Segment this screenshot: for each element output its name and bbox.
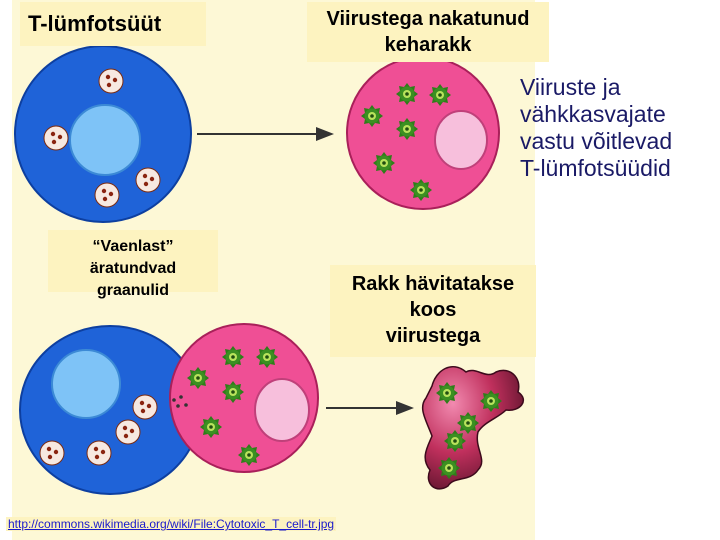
side-caption-line2: vähkkasvajate xyxy=(520,101,666,127)
t-cell-label-text: T-lümfotsüüt xyxy=(28,11,162,36)
virus xyxy=(436,382,458,404)
destroyed-cell-label: Rakk hävitatakse koos viirustega xyxy=(330,265,536,357)
virus xyxy=(457,412,479,434)
virus xyxy=(200,416,222,438)
granule xyxy=(135,167,161,193)
side-caption: Viiruste ja vähkkasvajate vastu võitleva… xyxy=(520,74,716,182)
virus xyxy=(373,152,395,174)
virus xyxy=(444,430,466,452)
side-caption-line1: Viiruste ja xyxy=(520,74,621,100)
virus xyxy=(361,105,383,127)
t-cell-attacking xyxy=(19,325,201,495)
granule xyxy=(86,440,112,466)
granules-label-line2: graanulid xyxy=(96,282,169,299)
virus xyxy=(396,83,418,105)
virus xyxy=(222,381,244,403)
virus xyxy=(256,346,278,368)
granule xyxy=(115,419,141,445)
infected-cell-attacked xyxy=(169,323,319,473)
granule xyxy=(43,125,69,151)
destroyed-label-line3: viirustega xyxy=(385,325,481,347)
virus xyxy=(187,367,209,389)
virus xyxy=(222,346,244,368)
arrow-right-icon xyxy=(326,401,414,415)
granule xyxy=(39,440,65,466)
virus xyxy=(238,444,260,466)
virus xyxy=(480,390,502,412)
virus xyxy=(410,179,432,201)
granule xyxy=(132,394,158,420)
side-caption-line4: T-lümfotsüüdid xyxy=(520,155,671,181)
t-cell-top xyxy=(14,45,192,223)
source-link[interactable]: http://commons.wikimedia.org/wiki/File:C… xyxy=(6,517,337,531)
t-cell-label: T-lümfotsüüt xyxy=(20,2,206,46)
granule xyxy=(98,68,124,94)
destroyed-cell xyxy=(421,366,524,490)
virus xyxy=(396,118,418,140)
destroyed-label-line1: Rakk hävitatakse xyxy=(351,273,515,295)
granule xyxy=(94,182,120,208)
side-caption-line3: vastu võitlevad xyxy=(520,128,673,154)
infected-cell-label-line1: Viirustega nakatunud xyxy=(326,8,530,30)
destroyed-label-line2: koos xyxy=(409,299,457,321)
virus xyxy=(429,84,451,106)
infected-cell-label-line2: keharakk xyxy=(384,34,472,56)
infected-cell-label: Viirustega nakatunud keharakk xyxy=(307,2,549,62)
arrow-right-icon xyxy=(197,127,334,141)
infected-cell-top xyxy=(346,56,500,210)
granules-label-line1: “Vaenlast” äratundvad xyxy=(89,238,177,277)
granules-label: “Vaenlast” äratundvad graanulid xyxy=(48,230,218,299)
virus xyxy=(438,457,460,479)
